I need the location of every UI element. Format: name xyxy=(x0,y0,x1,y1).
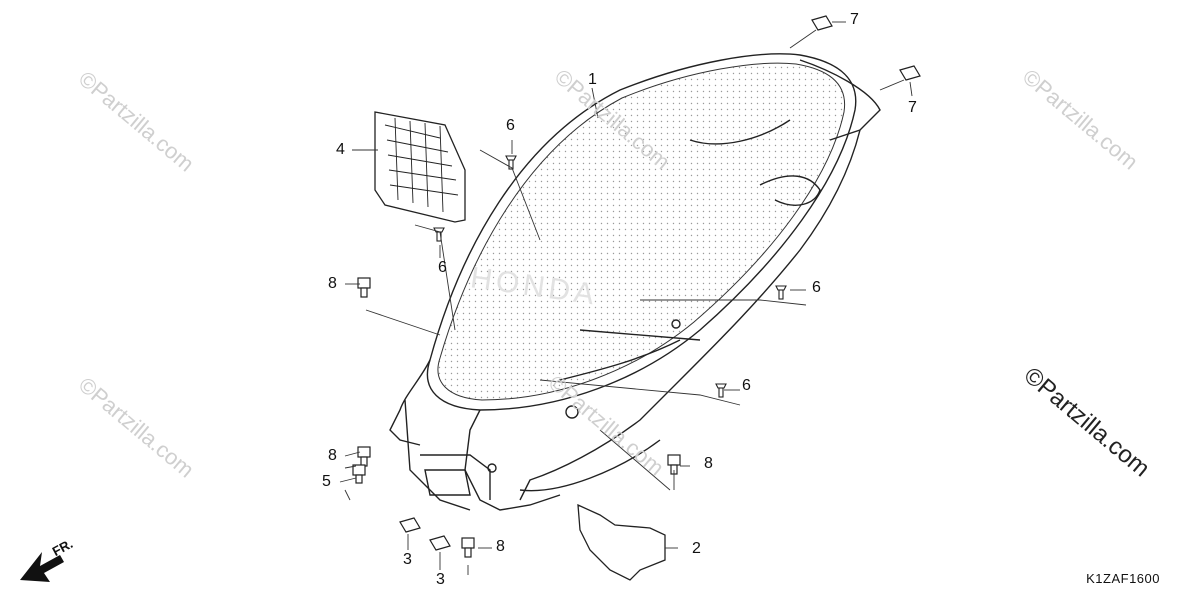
label-part-6-c: 6 xyxy=(812,279,821,296)
label-part-8-d: 8 xyxy=(496,538,505,555)
mesh-tray xyxy=(374,111,466,223)
nut-3 xyxy=(399,517,451,551)
shield-plate xyxy=(577,503,666,581)
label-part-7-a: 7 xyxy=(850,11,859,28)
label-part-6-b: 6 xyxy=(438,259,447,276)
clip-nut-7 xyxy=(811,15,921,81)
front-arrow-icon xyxy=(20,552,64,582)
label-part-2: 2 xyxy=(692,540,701,557)
label-part-5: 5 xyxy=(322,473,331,490)
luggage-box xyxy=(389,53,881,511)
bolt-8 xyxy=(352,277,681,558)
label-part-7-b: 7 xyxy=(908,99,917,116)
diagram-code: K1ZAF1600 xyxy=(1086,571,1160,586)
label-part-4: 4 xyxy=(336,141,345,158)
label-part-1: 1 xyxy=(588,71,597,88)
leader-lines xyxy=(339,21,913,575)
label-part-3-a: 3 xyxy=(403,551,412,568)
label-part-3-b: 3 xyxy=(436,571,445,588)
label-part-8-a: 8 xyxy=(328,275,337,292)
label-part-6-d: 6 xyxy=(742,377,751,394)
label-part-8-c: 8 xyxy=(704,455,713,472)
label-part-6-a: 6 xyxy=(506,117,515,134)
label-part-8-b: 8 xyxy=(328,447,337,464)
